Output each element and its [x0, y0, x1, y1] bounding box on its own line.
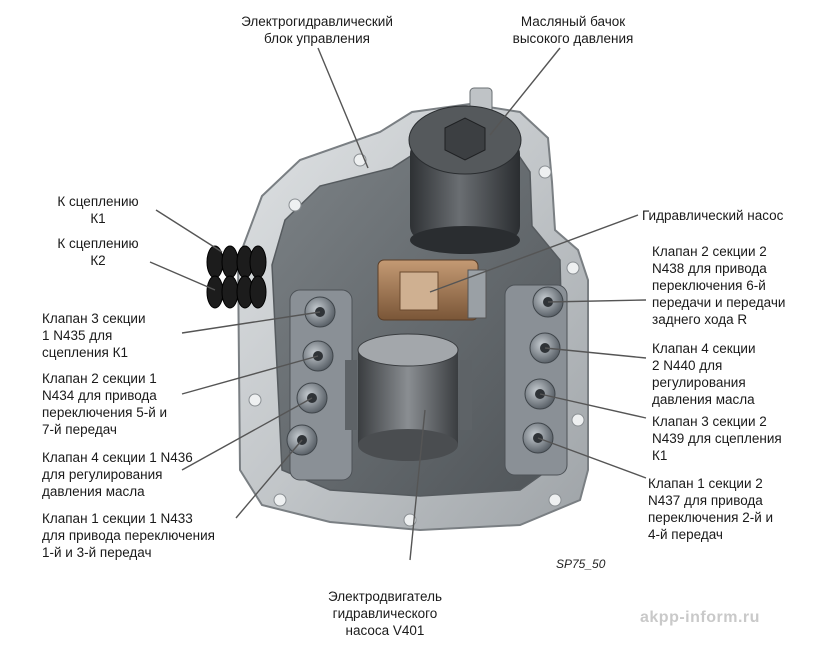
leader-lines — [149, 47, 647, 561]
valve-2-n438-label: Клапан 2 секции 2 N438 для привода перек… — [652, 244, 786, 327]
clutch-k2-label: К сцеплению К2 — [57, 236, 139, 268]
hydraulic-pump-shape — [377, 259, 487, 321]
valve-4-n440-label: Клапан 4 секции 2 N440 для регулирования… — [652, 341, 756, 407]
oil-tank-label: Масляный бачок высокого давления — [512, 14, 634, 46]
clutch-seals — [206, 245, 267, 309]
valve-1-n433-label: Клапан 1 секции 1 N433 для привода перек… — [42, 511, 215, 560]
pump-motor-label: Электродвигатель гидравлического насоса … — [327, 589, 443, 638]
pump-motor-shape — [345, 333, 472, 461]
figure-ref-code: SP75_50 — [556, 557, 606, 571]
valve-4-n436-label: Клапан 4 секции 1 N436 для регулирования… — [42, 450, 193, 499]
valve-2-n434-label: Клапан 2 секции 1 N434 для привода перек… — [42, 371, 168, 437]
control-unit-label: Электрогидравлический блок управления — [241, 14, 393, 46]
valve-3-n439-label: Клапан 3 секции 2 N439 для сцепления К1 — [652, 414, 782, 463]
clutch-k1-label: К сцеплению К1 — [57, 194, 139, 226]
watermark: akpp-inform.ru — [640, 609, 760, 626]
hydraulic-pump-label: Гидравлический насос — [642, 208, 784, 223]
valve-1-n437-label: Клапан 1 секции 2 N437 для привода перек… — [648, 476, 774, 542]
valve-3-n435-label: Клапан 3 секции 1 N435 для сцепления К1 — [42, 311, 146, 360]
oil-tank-shape — [408, 87, 522, 254]
